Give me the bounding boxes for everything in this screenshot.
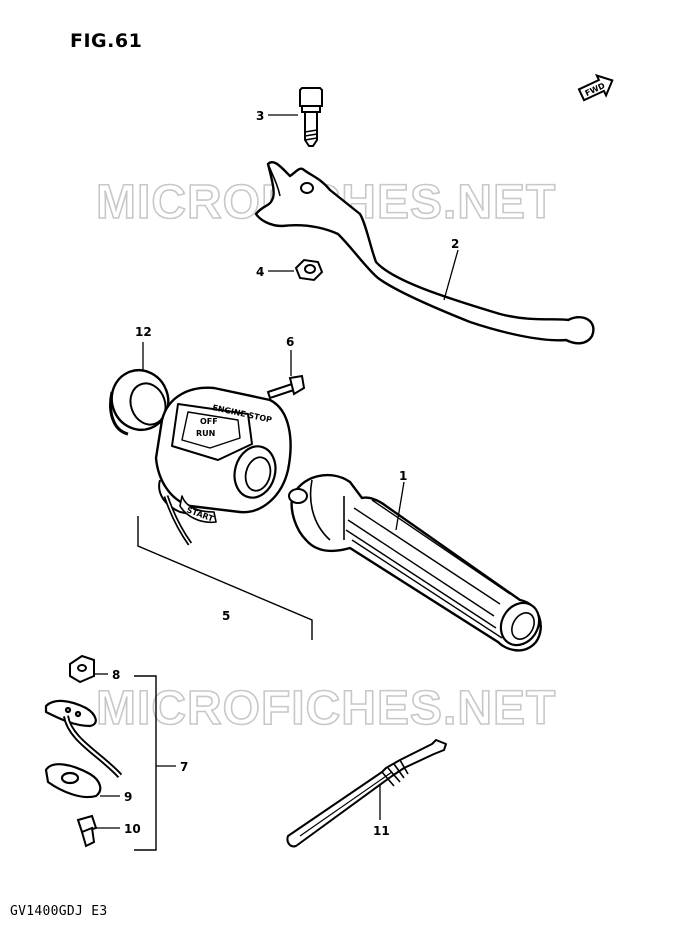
model-code: GV1400GDJ E3 <box>10 904 108 919</box>
callout-3: 3 <box>256 109 264 123</box>
bracket-5 <box>137 516 313 640</box>
clamp-screw-part <box>76 814 98 848</box>
clamp-top-part <box>69 654 95 684</box>
clamp-bottom-part <box>44 699 123 799</box>
callout-9: 9 <box>124 790 132 804</box>
leader-1 <box>395 481 405 531</box>
leader-2 <box>443 249 459 301</box>
callout-8: 8 <box>112 668 120 682</box>
callout-4: 4 <box>256 265 264 279</box>
strap-part <box>286 739 447 848</box>
callout-6: 6 <box>286 335 294 349</box>
callout-5: 5 <box>222 609 230 623</box>
callout-11: 11 <box>373 824 390 838</box>
callout-1: 1 <box>399 469 407 483</box>
grip-end-part <box>109 369 170 436</box>
forward-arrow-icon: FWD <box>577 73 614 102</box>
callout-2: 2 <box>451 237 459 251</box>
screw-part <box>266 374 306 400</box>
callout-10: 10 <box>124 822 141 836</box>
grip-part <box>288 473 542 652</box>
bracket-7 <box>134 675 157 851</box>
lever-part <box>254 161 595 345</box>
watermark-bottom: MICROFICHES.NET <box>96 682 556 735</box>
figure-title: FIG.61 <box>70 30 143 52</box>
bolt-part <box>299 87 323 147</box>
run-label: RUN <box>196 429 215 438</box>
switch-housing-part <box>154 386 292 546</box>
callout-12: 12 <box>135 325 152 339</box>
callout-7: 7 <box>180 760 188 774</box>
off-label: OFF <box>200 417 218 426</box>
nut-part <box>294 258 324 282</box>
